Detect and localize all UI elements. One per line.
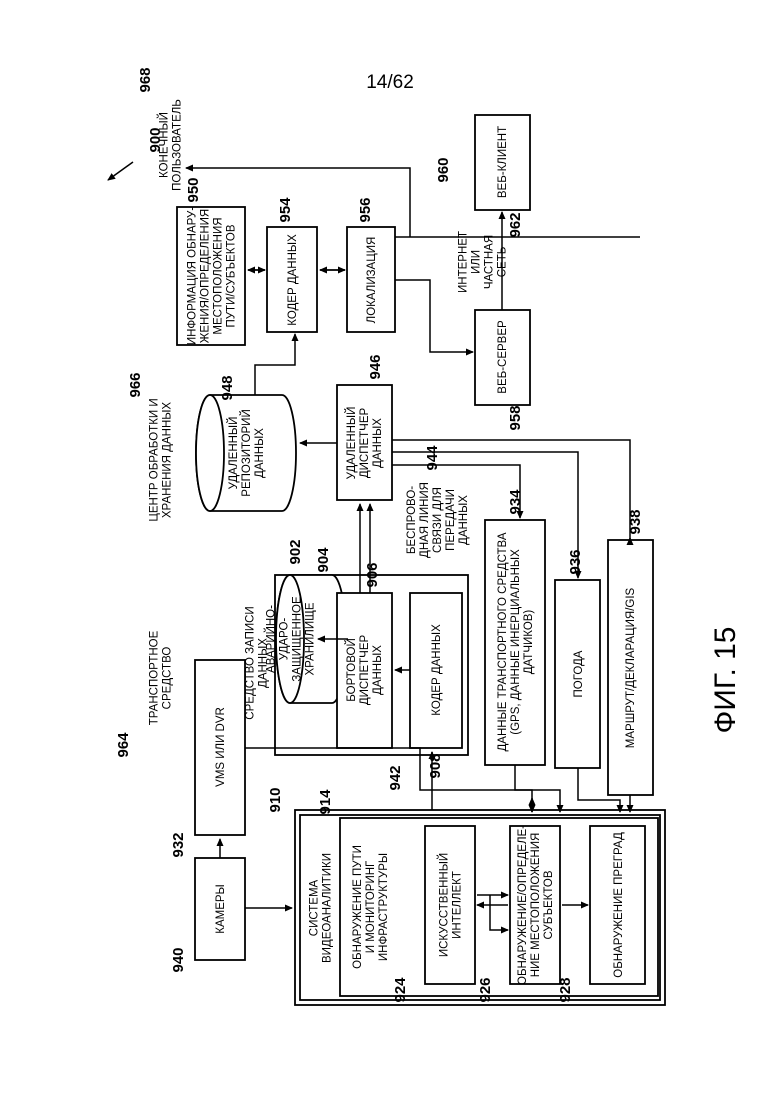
data-center-ref-number: 966 (127, 372, 144, 397)
obstacle-detection-label: ОБНАРУЖЕНИЕ ПРЕГРАД (613, 832, 625, 978)
data-center-label: ЦЕНТР ОБРАБОТКИ ИХРАНЕНИЯ ДАННЫХ (149, 398, 174, 521)
vehicle-data-ref-number: 934 (507, 489, 524, 515)
web-client-ref-number: 962 (507, 212, 524, 237)
data-encoder-onboard-ref-number: 908 (427, 753, 444, 778)
internet-ref-number: 960 (435, 157, 452, 182)
weather-ref-number: 936 (567, 549, 584, 574)
localization-ref-number: 956 (357, 197, 374, 222)
path-detection-ref-number: 914 (317, 789, 334, 815)
cameras-label: КАМЕРЫ (215, 884, 227, 933)
onboard-manager-ref-number: 906 (364, 562, 381, 587)
web-client-label: ВЕБ-КЛИЕНТ (497, 126, 509, 198)
vms-ref-number: 932 (170, 832, 187, 857)
bus-942-ref-number: 942 (387, 765, 404, 790)
weather-label: ПОГОДА (573, 650, 585, 697)
path-detection-label: ОБНАРУЖЕНИЕ ПУТИИ МОНИТОРИНГИНФРАСТРУКТУ… (352, 845, 390, 969)
shapes (177, 115, 665, 1005)
vms-label: VMS ИЛИ DVR (215, 707, 227, 787)
remote-manager-ref-number: 946 (367, 354, 384, 379)
system-ref-number: 900 (147, 127, 164, 152)
web-server-ref-number: 958 (507, 405, 524, 430)
web-server-label: ВЕБ-СЕРВЕР (497, 320, 509, 394)
vehicle-label: ТРАНСПОРТНОЕСРЕДСТВО (149, 630, 174, 725)
data-recorder-ref-number: 902 (287, 539, 304, 564)
wireless-link-label: БЕСПРОВО-ДНАЯ ЛИНИЯСВЯЗИ ДЛЯПЕРЕДАЧИДАНН… (406, 482, 470, 558)
crash-storage-ref-number: 904 (315, 547, 332, 573)
route-label: МАРШРУТ/ДЕКЛАРАЦИЯ/GIS (625, 587, 637, 748)
cameras-ref-number: 940 (170, 947, 187, 972)
data-encoder-remote-label: КОДЕР ДАННЫХ (287, 234, 299, 326)
figure-label: ФИГ. 15 (709, 627, 742, 734)
onboard-manager-label: БОРТОВОЙДИСПЕТЧЕРДАННЫХ (345, 635, 384, 706)
localization-label: ЛОКАЛИЗАЦИЯ (366, 237, 378, 324)
route-ref-number: 938 (627, 509, 644, 534)
vehicle-ref-number: 964 (115, 732, 132, 758)
remote-repository-ref-number: 948 (219, 375, 236, 400)
end-user-ref-number: 968 (137, 67, 154, 92)
detection-info-label: ИНФОРМАЦИЯ ОБНАРУ-ЖЕНИЯ/ОПРЕДЕЛЕНИЯМЕСТО… (187, 207, 238, 346)
internet-label: ИНТЕРНЕТИЛИЧАСТНАЯСЕТЬ (458, 231, 509, 293)
wireless-link-ref-number: 944 (424, 445, 441, 471)
ai-ref-number: 924 (392, 977, 409, 1003)
subject-detection-ref-number: 926 (477, 977, 494, 1002)
video-analytics-ref-number: 910 (267, 787, 284, 812)
detection-info-ref-number: 950 (185, 177, 202, 202)
obstacle-detection-ref-number: 928 (557, 977, 574, 1002)
data-encoder-onboard-label: КОДЕР ДАННЫХ (431, 624, 443, 716)
data-encoder-remote-ref-number: 954 (277, 197, 294, 223)
